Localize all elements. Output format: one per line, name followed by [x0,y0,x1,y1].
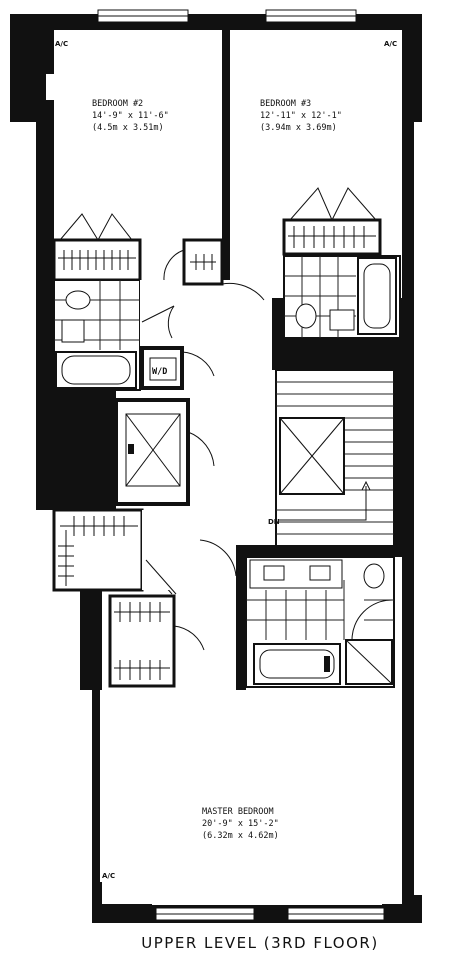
elevator-shaft [114,398,215,506]
bedroom2-dimensions-metric: (4.5m x 3.51m) [92,123,164,133]
bathroom-bedroom2 [53,279,141,391]
staircase [275,369,395,547]
master-bedroom-name: MASTER BEDROOM [202,807,274,817]
master-bathroom [245,556,395,688]
ac-label-top-left: A/C [55,40,68,48]
stair-down-label: DN [268,518,280,526]
room-interiors [54,30,402,904]
bedroom3-name: BEDROOM #3 [260,99,311,109]
windows [97,9,385,921]
master-bedroom-dimensions: 20'-9" x 15'-2" [202,819,279,829]
master-closet-2 [108,594,205,688]
floor-caption-text: UPPER LEVEL (3RD FLOOR) [141,934,379,952]
ac-label-bottom-left: A/C [102,872,115,880]
bathroom-bedroom3 [283,255,401,339]
master-closet [52,508,209,595]
floor-caption: UPPER LEVEL (3RD FLOOR) [0,934,450,952]
washer-dryer-label: W/D [152,367,167,377]
master-bedroom-dimensions-metric: (6.32m x 4.62m) [202,831,279,841]
hallway [140,238,272,346]
bedroom3-dimensions-metric: (3.94m x 3.69m) [260,123,337,133]
washer-dryer-closet [140,346,215,390]
bedroom3-dimensions: 12'-11" x 12'-1" [260,111,342,121]
bedroom2-dimensions: 14'-9" x 11'-6" [92,111,169,121]
bedroom3-closet [282,187,382,256]
bedroom2-name: BEDROOM #2 [92,99,143,109]
ac-label-top-right: A/C [384,40,397,48]
